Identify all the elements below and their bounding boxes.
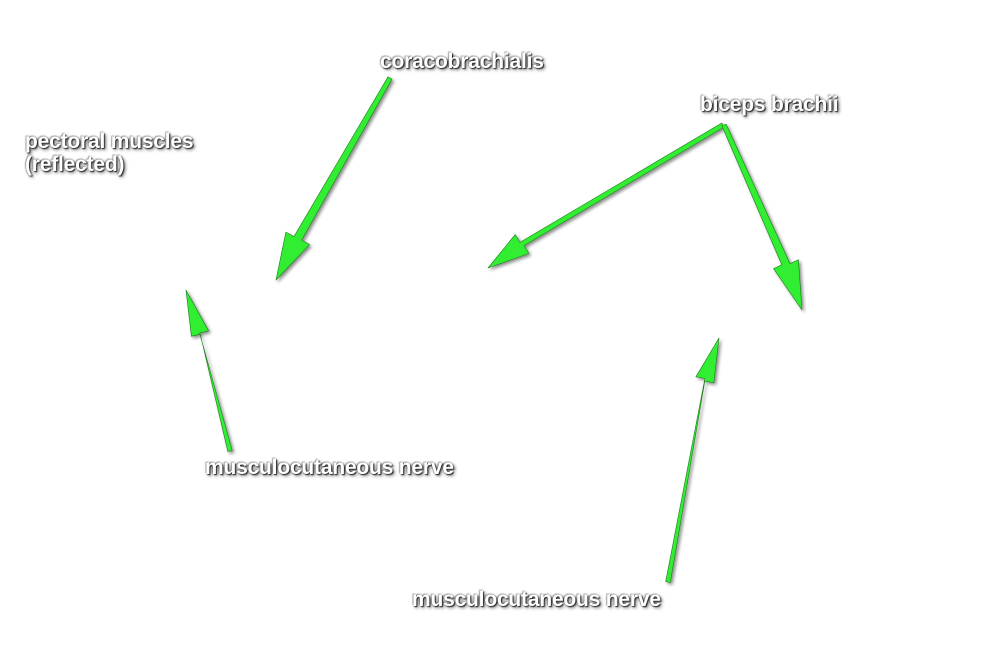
arrow-biceps-to-long-head [721,123,803,311]
label-musculocutaneous-nerve-bottom: musculocutaneous nerve [412,588,661,611]
arrow-biceps-to-short-head [487,122,725,269]
arrow-musculocutaneous-nerve-left [185,289,233,452]
arrow-coracobrachialis [275,76,393,281]
label-coracobrachialis: coracobrachialis [380,50,544,73]
label-pectoral-muscles: pectoral muscles (reflected) [25,130,194,176]
arrow-musculocutaneous-nerve-right [665,337,720,583]
label-musculocutaneous-nerve-left: musculocutaneous nerve [205,456,454,479]
label-biceps-brachii: biceps brachii [700,93,839,116]
